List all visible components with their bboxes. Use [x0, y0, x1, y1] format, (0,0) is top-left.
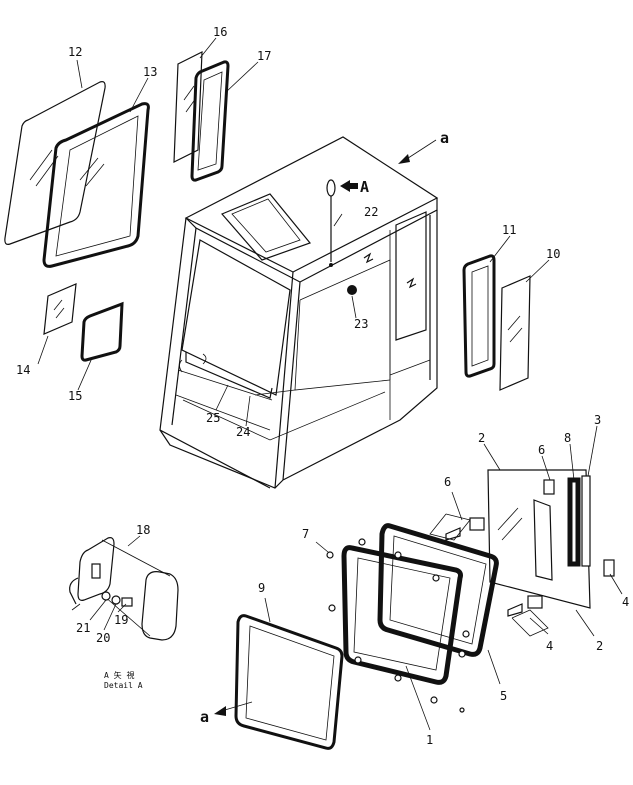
label-4-bottom: 4	[546, 639, 553, 653]
label-18: 18	[136, 523, 150, 537]
slide-glass-2	[487, 469, 591, 609]
label-17: 17	[257, 49, 271, 63]
seal-13	[42, 102, 150, 268]
label-15: 15	[68, 389, 82, 403]
label-14: 14	[16, 363, 30, 377]
seal-11	[462, 254, 496, 378]
label-7: 7	[302, 527, 309, 541]
label-6-a: 6	[538, 443, 545, 457]
label-23: 23	[354, 317, 368, 331]
glass-10	[499, 275, 531, 391]
seal-15	[80, 301, 124, 362]
latch-4	[507, 559, 615, 637]
seal-1	[341, 545, 463, 685]
arrow-label-A: A	[360, 178, 369, 196]
detail-caption-en: Detail A	[104, 681, 143, 690]
label-22: 22	[364, 205, 378, 219]
label-25: 25	[206, 411, 220, 425]
label-24: 24	[236, 425, 250, 439]
latch-6	[429, 479, 555, 541]
mirror-18	[69, 537, 179, 641]
label-8: 8	[564, 431, 571, 445]
seal-17	[190, 60, 230, 182]
label-11: 11	[502, 223, 516, 237]
view-arrow-icon	[398, 154, 410, 164]
label-2-bottom: 2	[596, 639, 603, 653]
bolts-7	[326, 538, 470, 713]
label-9: 9	[258, 581, 265, 595]
wiper-rod	[326, 179, 358, 267]
arrow-left-icon	[340, 180, 358, 192]
view-arrow-bottom-icon	[214, 706, 226, 716]
label-2-top: 2	[478, 431, 485, 445]
leader-lines	[37, 37, 623, 731]
label-21: 21	[76, 621, 90, 635]
cab-frame	[159, 136, 439, 489]
view-label-a-top: a	[440, 129, 449, 147]
label-3: 3	[594, 413, 601, 427]
label-16: 16	[213, 25, 227, 39]
detail-caption-jp: A 矢 視	[104, 670, 134, 680]
frame-5	[377, 523, 499, 657]
grommet	[347, 285, 357, 295]
view-label-a-bottom: a	[200, 708, 209, 726]
glass-14	[43, 283, 77, 335]
door-handle-icon	[363, 252, 374, 264]
label-1: 1	[426, 733, 433, 747]
label-5: 5	[500, 689, 507, 703]
label-20: 20	[96, 631, 110, 645]
label-12: 12	[68, 45, 82, 59]
label-13: 13	[143, 65, 157, 79]
label-10: 10	[546, 247, 560, 261]
glass-16	[173, 51, 203, 163]
seal-9	[234, 614, 344, 750]
part-labels: 12 13 16 17 14 15 11 10 22 23 25 24 2 8 …	[16, 25, 629, 747]
label-6-b: 6	[444, 475, 451, 489]
label-19: 19	[114, 613, 128, 627]
label-4-right: 4	[622, 595, 629, 609]
